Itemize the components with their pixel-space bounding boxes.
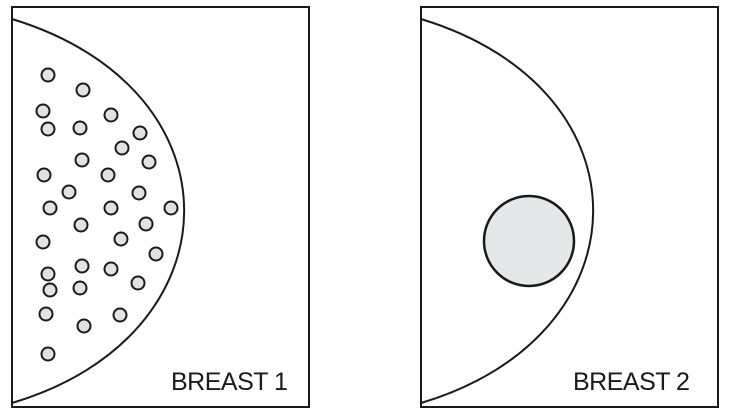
small-circle <box>143 156 156 169</box>
panel-label: BREAST 1 <box>171 368 287 396</box>
small-circle <box>105 109 118 122</box>
small-circle <box>37 105 50 118</box>
small-circle <box>76 154 89 167</box>
small-circle <box>140 218 153 231</box>
small-circle <box>165 202 178 215</box>
panel-breast-2: BREAST 2 <box>421 7 718 407</box>
small-circle <box>38 169 51 182</box>
large-circle <box>484 196 574 286</box>
small-circle <box>37 236 50 249</box>
small-circle <box>105 202 118 215</box>
small-circle <box>42 348 55 361</box>
small-circle <box>63 186 76 199</box>
small-circle <box>42 69 55 82</box>
small-circle <box>105 263 118 276</box>
panel-breast-1: BREAST 1 <box>12 7 309 407</box>
small-circle <box>74 282 87 295</box>
panel-frame <box>421 7 718 407</box>
small-circle <box>102 169 115 182</box>
small-circle <box>42 123 55 136</box>
small-circle <box>78 320 91 333</box>
small-circle <box>42 268 55 281</box>
small-circle <box>116 142 129 155</box>
small-circle <box>115 233 128 246</box>
small-circle <box>40 308 53 321</box>
small-circle <box>44 284 57 297</box>
small-circle <box>74 122 87 135</box>
small-circle <box>114 309 127 322</box>
small-circle <box>133 187 146 200</box>
small-circle <box>76 260 89 273</box>
small-circle <box>132 277 145 290</box>
small-circle <box>75 219 88 232</box>
small-circle <box>150 248 163 261</box>
small-circle <box>44 202 57 215</box>
panel-label: BREAST 2 <box>573 368 689 396</box>
small-circle <box>134 127 147 140</box>
small-circle <box>77 84 90 97</box>
